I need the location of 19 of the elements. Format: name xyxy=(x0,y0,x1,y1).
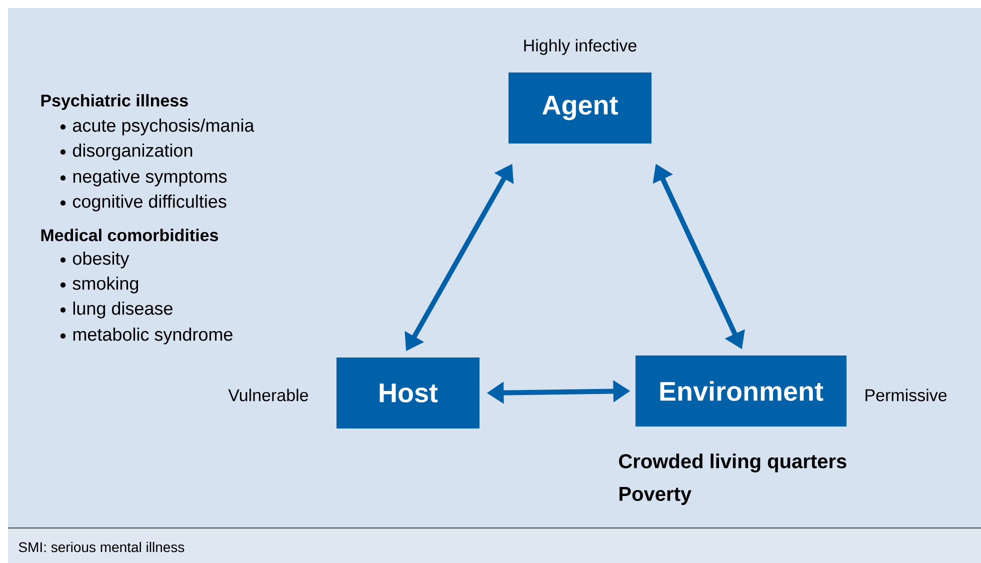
attribute-label: Permissive xyxy=(866,388,947,402)
factor-label: Poverty xyxy=(620,487,692,505)
list-heading: Psychiatric illness xyxy=(41,94,188,110)
concept-box: Agent xyxy=(508,72,652,144)
concept-box: Host xyxy=(336,358,480,428)
attribute-label: Vulnerable xyxy=(228,388,308,402)
caption: SMI: serious mental illness xyxy=(18,542,184,552)
list-item: acute psychosis/mania xyxy=(60,118,254,136)
factor-label: Crowded living quarters xyxy=(619,454,846,472)
list-item: metabolic syndrome xyxy=(60,328,232,344)
attribute-label: Highly infective xyxy=(524,39,636,55)
list-item: negative symptoms xyxy=(60,170,227,186)
list-item: lung disease xyxy=(60,302,172,318)
list-item: obesity xyxy=(60,252,130,268)
list-heading: Medical comorbidities xyxy=(41,228,218,242)
list-item: cognitive difficulties xyxy=(60,194,226,212)
concept-box: Environment xyxy=(636,356,846,426)
list-item: smoking xyxy=(60,276,138,294)
list-item: disorganization xyxy=(60,144,192,160)
